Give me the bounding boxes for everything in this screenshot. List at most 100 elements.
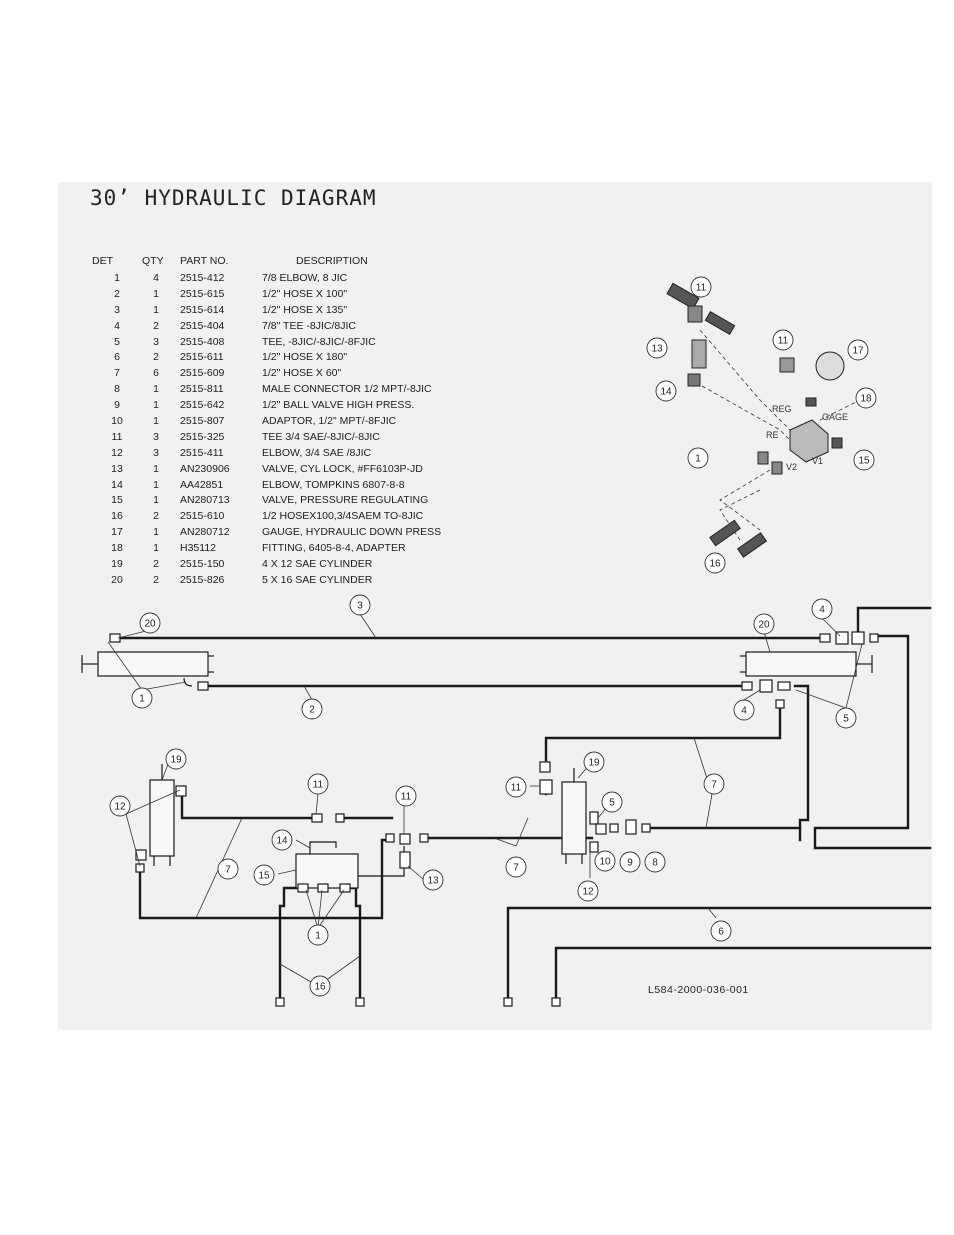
cell-part-no: 2515-826 — [180, 573, 225, 586]
parts-table-header: DET QTY PART NO. DESCRIPTION — [92, 254, 441, 270]
callout-number: 9 — [627, 858, 633, 869]
cell-part-no: 2515-150 — [180, 557, 225, 570]
cell-part-no: 2515-811 — [180, 383, 224, 396]
cell-description: 1/2" HOSE X 60" — [262, 367, 342, 380]
callout-circle — [853, 449, 875, 471]
callout-number: 1 — [695, 454, 701, 465]
header-description: DESCRIPTION — [296, 254, 368, 267]
callout-circle — [583, 751, 605, 773]
callout-number: 6 — [718, 927, 724, 938]
callout-circle — [753, 613, 775, 635]
cell-det: 12 — [111, 446, 123, 459]
cell-qty: 1 — [153, 399, 159, 412]
callout-number: 12 — [582, 887, 594, 898]
cell-part-no: AA42851 — [180, 478, 224, 491]
cell-description: 1/2" BALL VALVE HIGH PRESS. — [262, 399, 415, 412]
cell-part-no: 2515-610 — [180, 510, 225, 523]
cell-description: 5 X 16 SAE CYLINDER — [262, 573, 373, 586]
label-re: RE — [766, 430, 779, 440]
cell-qty: 1 — [153, 303, 159, 316]
callout-number: 4 — [819, 605, 825, 616]
cell-description: 1/2 HOSEX100,3/4SAEM TO-8JIC — [262, 510, 424, 523]
cell-det: 3 — [114, 303, 120, 316]
cell-qty: 3 — [153, 446, 159, 459]
cell-qty: 2 — [153, 510, 159, 523]
cell-part-no: 2515-614 — [180, 303, 225, 316]
callout-number: 20 — [758, 620, 770, 631]
callout-circle — [772, 329, 794, 351]
cell-qty: 1 — [153, 526, 159, 539]
callout-number: 8 — [652, 858, 658, 869]
cell-part-no: 2515-412 — [180, 271, 225, 284]
callout-circle — [619, 851, 641, 873]
callout-number: 15 — [858, 456, 870, 467]
label-v1: V1 — [812, 456, 823, 466]
callout-number: 19 — [170, 755, 182, 766]
callout-circle — [644, 851, 666, 873]
callout-circle — [847, 339, 869, 361]
cell-part-no: H35112 — [180, 542, 217, 555]
cell-det: 17 — [111, 526, 123, 539]
callout-number: 1 — [315, 931, 321, 942]
cell-qty: 6 — [153, 367, 159, 380]
cell-det: 9 — [114, 399, 120, 412]
callout-number: 17 — [852, 346, 864, 357]
cell-qty: 1 — [153, 414, 159, 427]
callout-circle — [217, 858, 239, 880]
callout-circle — [646, 337, 668, 359]
callout-circle — [253, 864, 275, 886]
callout-number: 10 — [599, 857, 611, 868]
cell-det: 7 — [114, 367, 120, 380]
callout-circle — [704, 552, 726, 574]
callout-number: 13 — [651, 344, 663, 355]
callout-circle — [594, 850, 616, 872]
callout-circle — [165, 748, 187, 770]
cell-det: 2 — [114, 287, 120, 300]
callout-number: 13 — [427, 876, 439, 887]
cell-part-no: 2515-615 — [180, 287, 225, 300]
label-v2: V2 — [786, 462, 797, 472]
callout-number: 14 — [660, 387, 672, 398]
callout-number: 14 — [276, 836, 288, 847]
callout-circle — [131, 687, 153, 709]
cell-qty: 1 — [153, 494, 159, 507]
callout-number: 4 — [741, 706, 747, 717]
callout-number: 11 — [401, 792, 412, 803]
callout-circle — [349, 594, 371, 616]
callout-circle — [139, 612, 161, 634]
callout-circle — [309, 975, 331, 997]
callout-circle — [307, 924, 329, 946]
drawing-sheet — [58, 182, 932, 1030]
callout-number: 5 — [609, 798, 615, 809]
callout-number: 16 — [709, 559, 721, 570]
callout-circle — [422, 869, 444, 891]
callout-circle — [109, 795, 131, 817]
cell-description: ELBOW, TOMPKINS 6807-8-8 — [262, 478, 405, 491]
cell-det: 13 — [111, 462, 123, 475]
callout-circle — [687, 447, 709, 469]
cell-part-no: AN230906 — [180, 462, 230, 475]
cell-qty: 3 — [153, 335, 159, 348]
cell-det: 6 — [114, 351, 120, 364]
cell-part-no: 2515-404 — [180, 319, 225, 332]
callout-number: 11 — [511, 783, 522, 794]
cell-part-no: AN280713 — [180, 494, 230, 507]
cell-qty: 2 — [153, 319, 159, 332]
callout-circle — [710, 920, 732, 942]
label-gage: GAGE — [822, 412, 848, 422]
callout-circle — [835, 707, 857, 729]
